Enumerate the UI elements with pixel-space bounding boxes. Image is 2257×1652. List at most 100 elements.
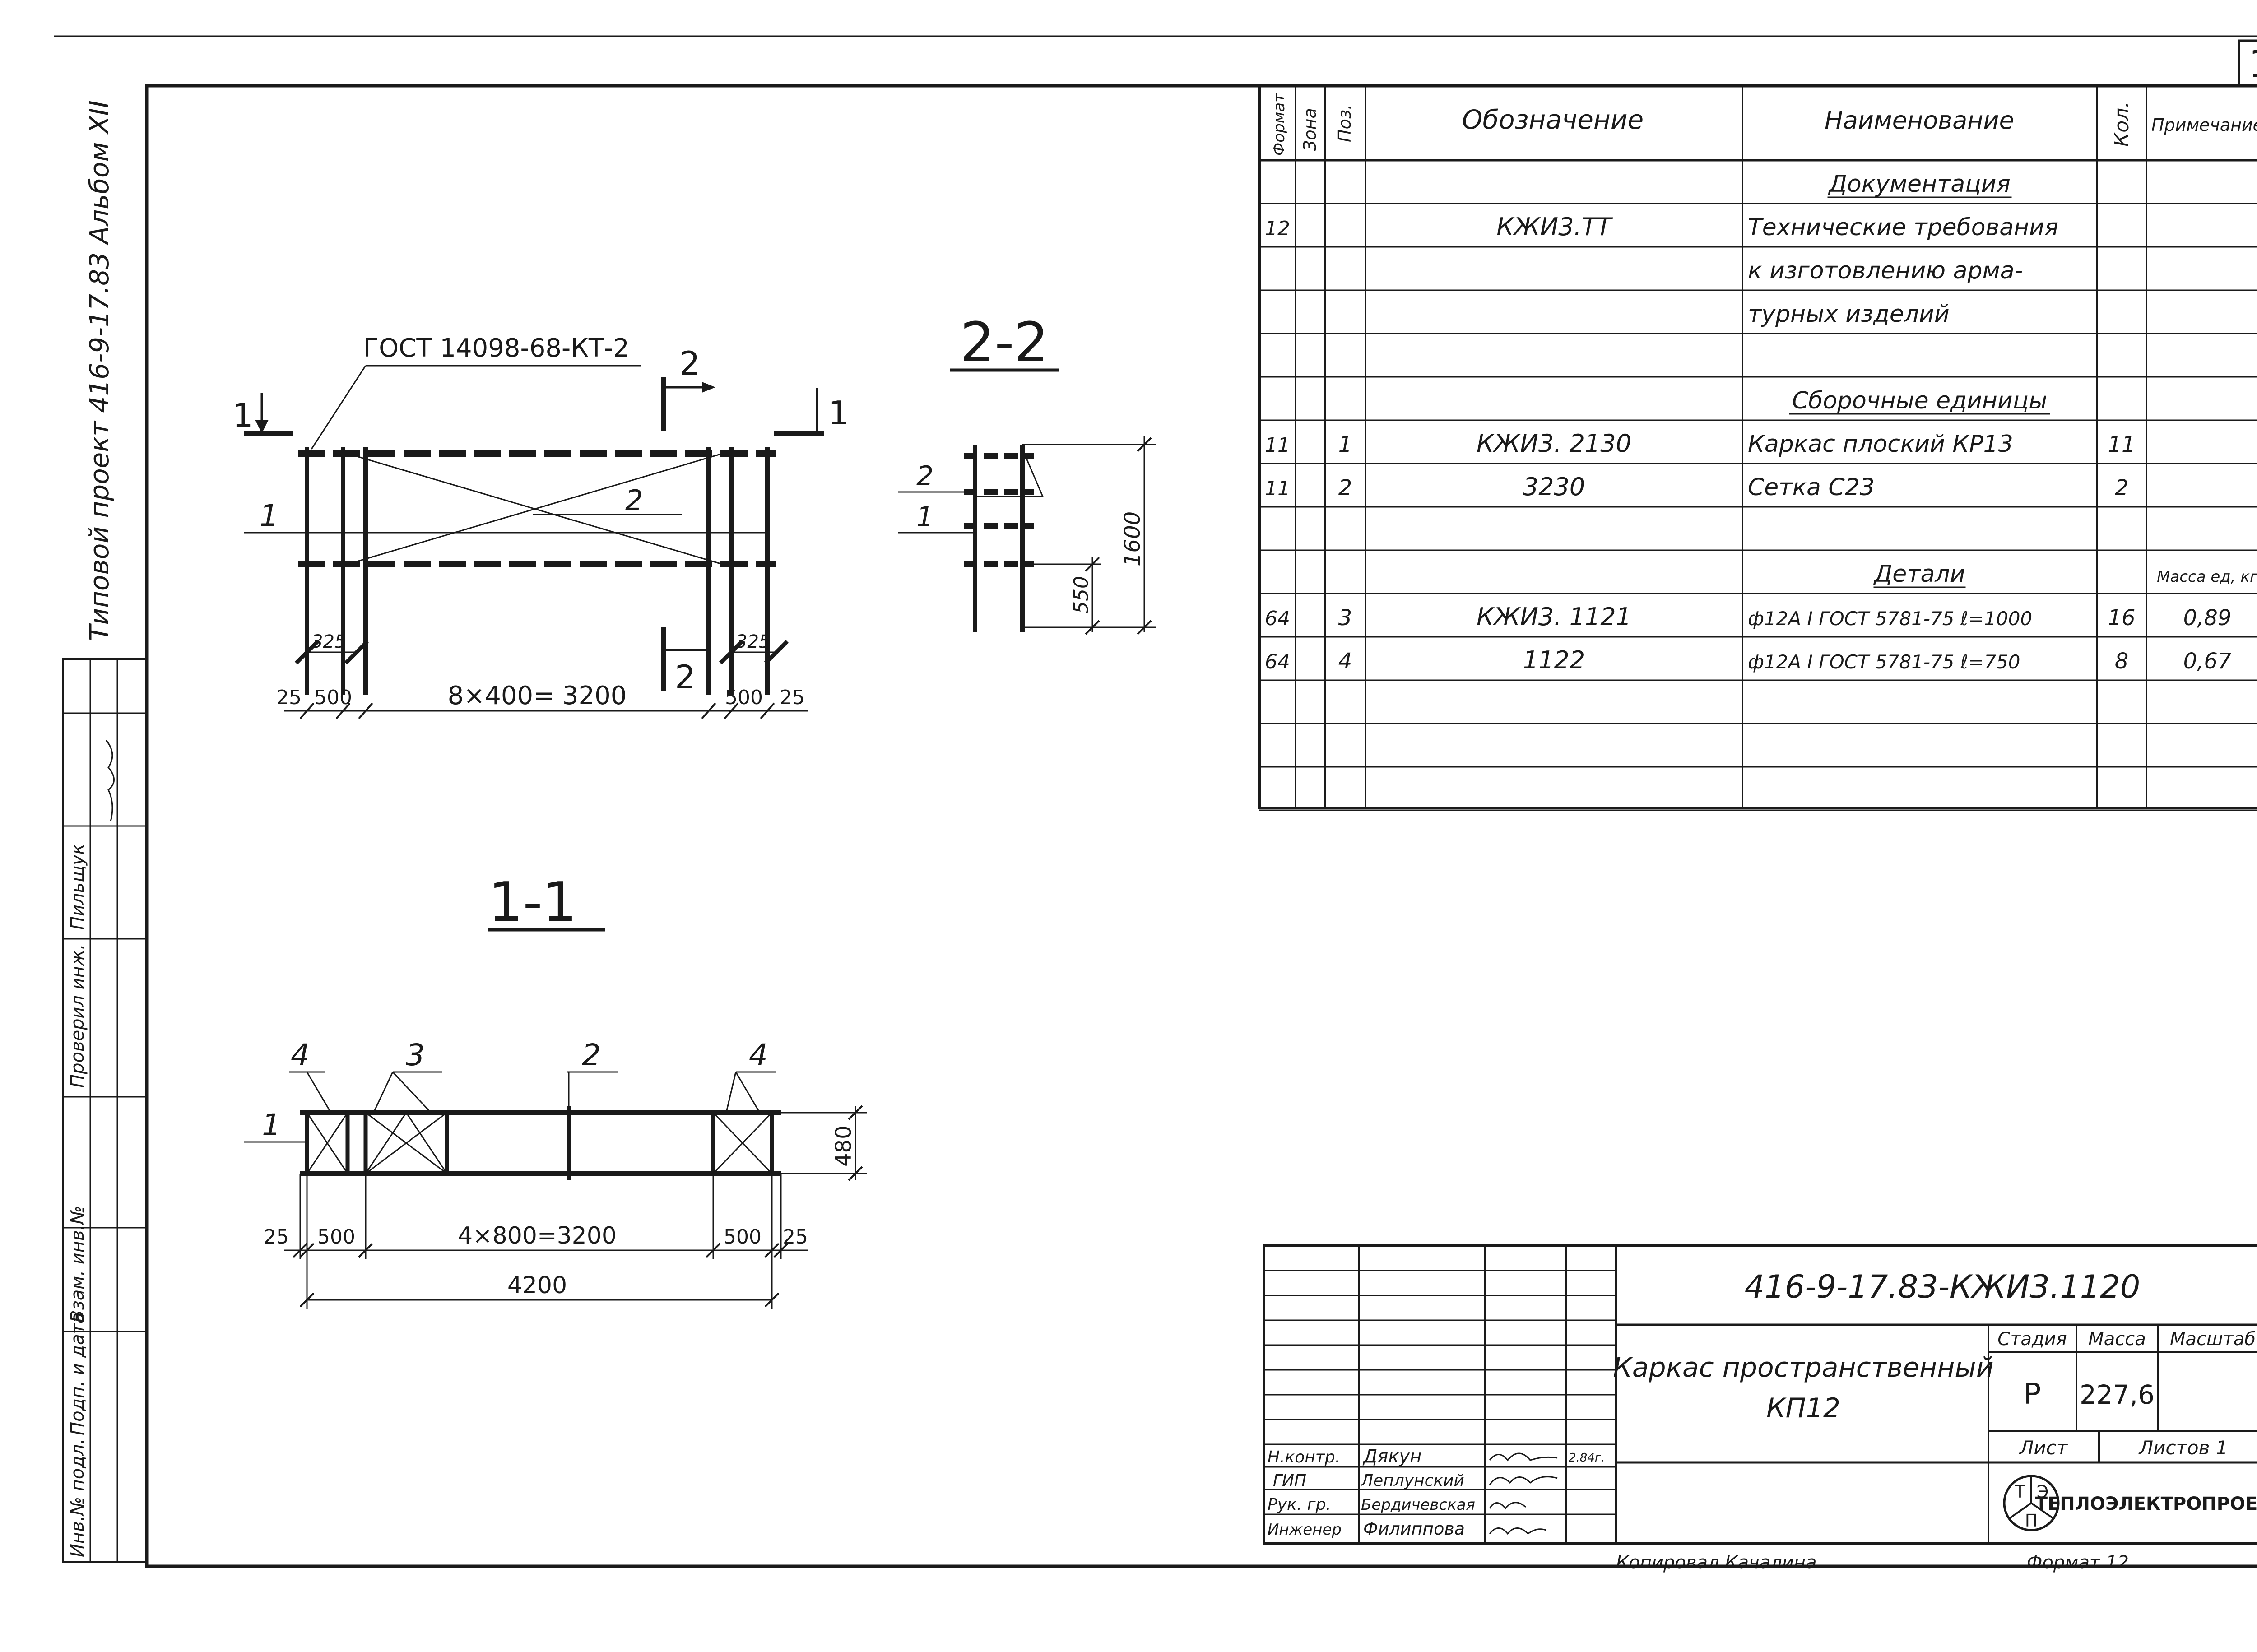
spec-cell-qty: 16 — [2108, 605, 2135, 631]
sheet-number: 17 — [2249, 42, 2257, 86]
header-name: Наименование — [1825, 106, 2014, 135]
section-1-1-label-2: 2 — [582, 1038, 601, 1072]
spec-cell-designation: КЖИ3. 1121 — [1477, 603, 1631, 631]
spec-cell-name: Документация — [1828, 171, 2010, 198]
header-note: Примечание — [2151, 115, 2257, 135]
stamp-proveril: Проверил инж. — [67, 944, 88, 1088]
sig-date-0: 2.84г. — [1569, 1451, 1605, 1465]
gost-label: ГОСТ 14098-68-КТ-2 — [363, 334, 629, 363]
cut-1-left-label: 1 — [232, 396, 253, 434]
cut-2-bottom-label: 2 — [675, 658, 696, 696]
stamp-inv-podl: Инв.№ подл. — [67, 1439, 88, 1557]
section-2-2-title: 2-2 — [960, 311, 1049, 374]
header-qty: Кол. — [2110, 102, 2133, 147]
cut-1-right-label: 1 — [828, 394, 849, 432]
plan-pos-2: 2 — [625, 484, 643, 517]
section-1-1-label-3: 3 — [406, 1038, 425, 1072]
item-name-line-2: КП12 — [1766, 1392, 1840, 1424]
spec-row: к изготовлению арма- — [1748, 257, 2023, 284]
stamp-checker-name: Пильщук — [67, 844, 88, 930]
stamp-podp-data: Подп. и дата — [67, 1313, 88, 1435]
spec-cell-format: 11 — [1265, 434, 1290, 457]
spec-cell-name: Детали — [1873, 561, 1965, 588]
section-1-1-dim-25-left: 25 — [264, 1225, 289, 1248]
spec-cell-format: 64 — [1265, 650, 1290, 673]
cut-mark-2-bottom: 2 — [661, 627, 709, 696]
section-2-2-pos-2: 2 — [916, 460, 933, 492]
spec-row: турных изделий — [1748, 301, 1950, 328]
section-2-2: 2-2 2 1 550 1600 — [898, 311, 1156, 635]
plan-pos-1: 1 — [260, 498, 279, 533]
mass-label: Масса — [2088, 1329, 2146, 1350]
stage-label: Стадия — [1997, 1329, 2067, 1350]
copied-by: Копировал Качалина — [1616, 1552, 1817, 1573]
spec-cell-pos: 4 — [1338, 649, 1352, 674]
section-1-1-crossed-panels — [305, 1106, 774, 1180]
specification-table: Формат Зона Поз. Обозначение Наименовани… — [1258, 84, 2257, 811]
sig-name-3: Филиппова — [1363, 1519, 1465, 1539]
plan-dim-500-left: 500 — [314, 686, 352, 709]
sig-name-0: Дякун — [1362, 1446, 1421, 1467]
sheets-label: Листов 1 — [2138, 1437, 2228, 1459]
cut-2-top-label: 2 — [679, 344, 700, 382]
section-2-2-dim-550: 550 — [1070, 576, 1093, 614]
spec-cell-pos: 3 — [1338, 605, 1352, 631]
sig-mark-0 — [1489, 1452, 1558, 1462]
plan-view: ГОСТ 14098-68-КТ-2 1 2 1 1 2 — [232, 334, 849, 719]
sig-name-1: Леплунский — [1360, 1471, 1464, 1490]
signature-row-3: Инженер Филиппова — [1268, 1519, 1546, 1539]
stamp-vzam-inv: Взам. инв.№ — [67, 1206, 88, 1323]
mass-value: 227,6 — [2080, 1379, 2155, 1410]
spec-cell-designation: КЖИ3. 2130 — [1477, 429, 1631, 458]
plan-dim-500-right: 500 — [725, 686, 763, 709]
spec-cell-name: Каркас плоский КР13 — [1748, 431, 2013, 458]
header-format: Формат — [1270, 93, 1288, 156]
plan-vertical-bars — [305, 447, 770, 695]
section-1-1-dim-500-left: 500 — [317, 1225, 355, 1248]
stamp-signature — [105, 740, 115, 822]
sig-role-0: Н.контр. — [1268, 1448, 1340, 1466]
plan-dim-3200: 8×400= 3200 — [448, 681, 627, 710]
item-name-line-1: Каркас пространственный — [1613, 1352, 1994, 1383]
scale-label: Масштаб — [2170, 1329, 2256, 1350]
section-2-2-pos-1: 1 — [916, 501, 933, 533]
spec-cell-format: 64 — [1265, 607, 1290, 630]
side-stamp: Инв.№ подл. Подп. и дата Взам. инв.№ Про… — [62, 658, 148, 1563]
section-1-1-dim-25-right: 25 — [783, 1225, 808, 1248]
spec-cell-format: 11 — [1265, 477, 1290, 500]
dim-325-left-text: 325 — [311, 631, 346, 652]
section-2-2-dim-1600: 1600 — [1120, 511, 1145, 566]
sig-role-1: ГИП — [1273, 1471, 1306, 1490]
cut-mark-1-left: 1 — [232, 393, 293, 436]
section-1-1: 1-1 4 3 2 — [244, 871, 867, 1309]
plan-dim-ticks — [299, 702, 775, 719]
spec-cell-name: Сборочные единицы — [1792, 387, 2047, 414]
spec-cell-note: 0,89 — [2183, 605, 2232, 631]
header-zone: Зона — [1300, 108, 1320, 151]
logo-letter-t: Т — [2014, 1482, 2025, 1502]
spec-cell-name: Сетка С23 — [1748, 474, 1875, 501]
sig-role-2: Рук. гр. — [1268, 1495, 1331, 1514]
section-1-1-dim-500-right: 500 — [724, 1225, 762, 1248]
sig-mark-2 — [1489, 1502, 1526, 1510]
stage-value: Р — [2024, 1378, 2041, 1411]
logo-letter-p: П — [2025, 1511, 2038, 1531]
spec-cell-name: турных изделий — [1748, 301, 1950, 328]
sig-role-3: Инженер — [1268, 1521, 1342, 1539]
sheet-number-box: 17 — [2238, 39, 2257, 87]
cut-mark-2-top: 2 — [661, 344, 715, 431]
header-pos: Поз. — [1335, 104, 1355, 142]
spec-cell-note: 0,67 — [2183, 649, 2232, 674]
section-1-1-dim-4200: 4200 — [507, 1272, 567, 1299]
side-note: Типовой проект 416-9-17.83 Альбом XII — [84, 100, 115, 641]
organization-logo: Т Э П — [2003, 1475, 2060, 1531]
sig-mark-1 — [1489, 1476, 1558, 1485]
signature-row-2: Рук. гр. Бердичевская — [1268, 1495, 1526, 1514]
spec-cell-qty: 11 — [2108, 432, 2135, 457]
organization-name: ТЕПЛОЭЛЕКТРОПРОЕКТ — [2035, 1494, 2257, 1514]
sig-mark-3 — [1489, 1527, 1546, 1535]
